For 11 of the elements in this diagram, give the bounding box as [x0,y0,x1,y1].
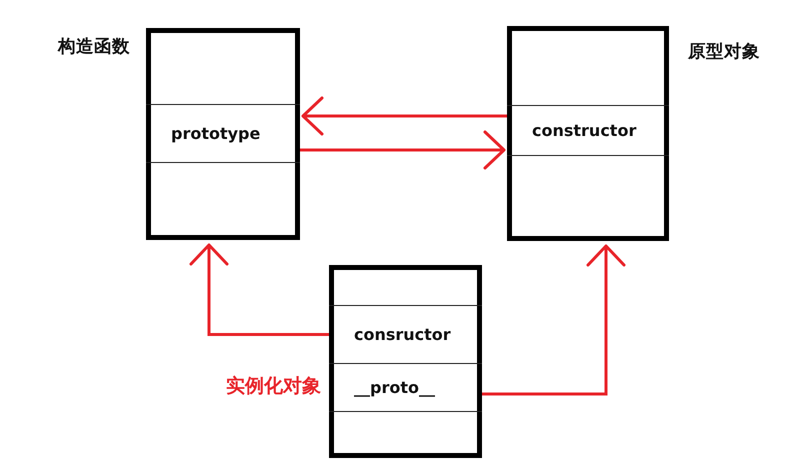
box-heading: 构造函数 [58,37,130,58]
box-heading: 原型对象 [688,42,760,63]
property-row: __proto__ [329,364,482,412]
arrow [302,96,507,136]
box-heading: 实例化对象 [226,375,321,398]
arrow [300,130,506,170]
arrow [190,244,329,336]
property-row: prototype [146,104,300,163]
property-row: consructor [329,305,482,364]
property-row: constructor [507,105,669,156]
arrow [482,244,626,396]
